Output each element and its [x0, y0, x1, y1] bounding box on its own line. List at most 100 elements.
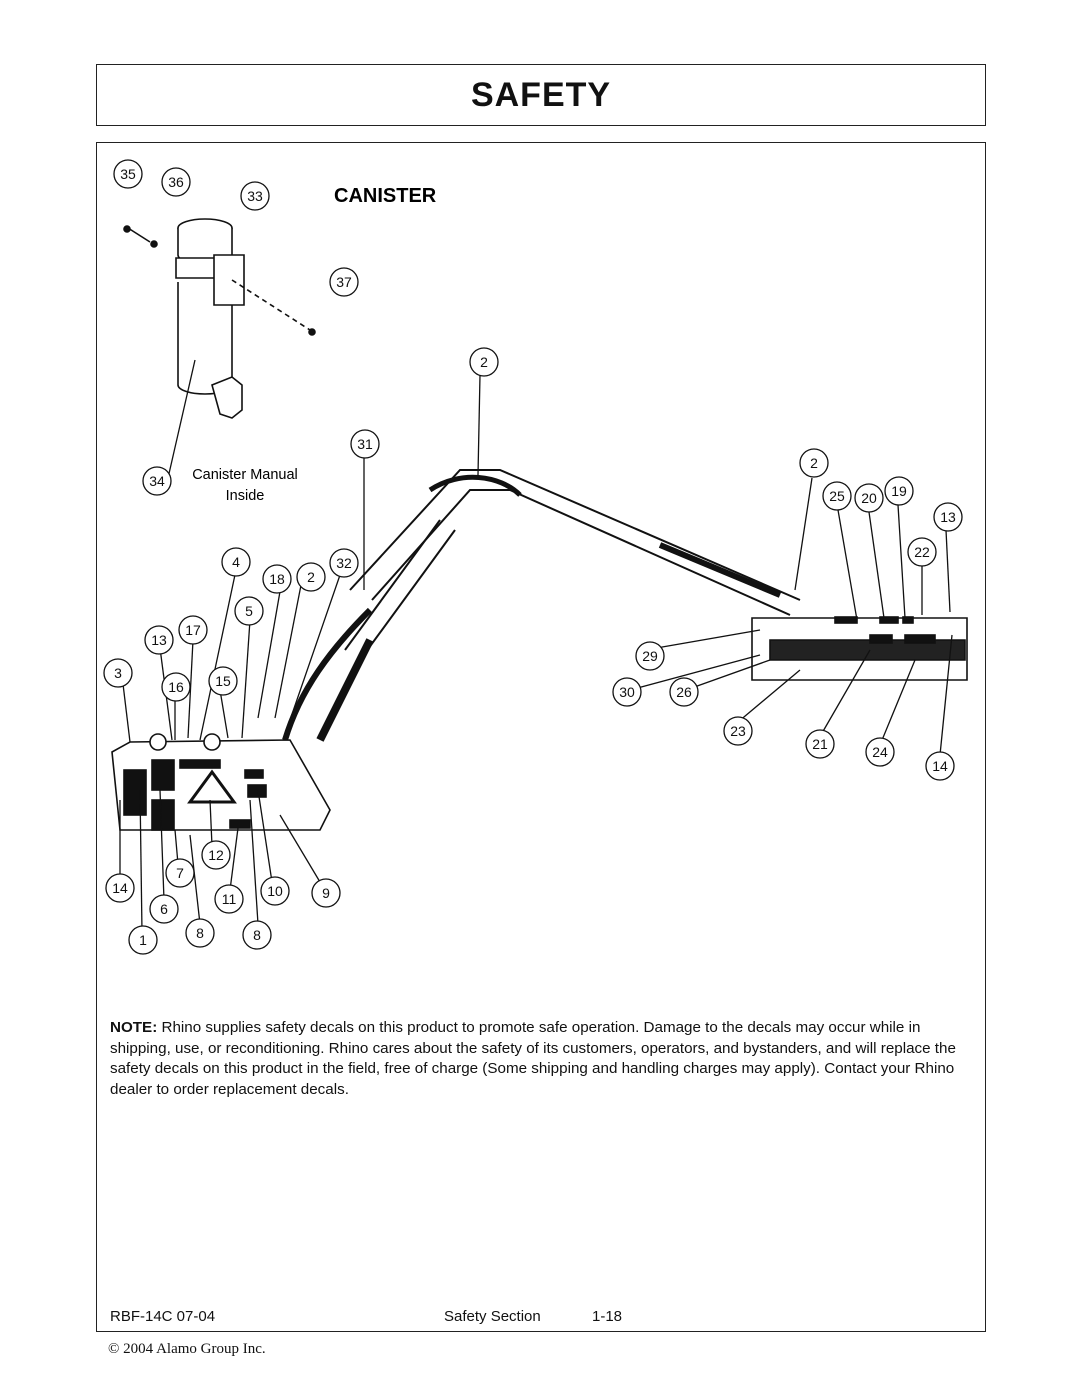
tractor-housing-illustration [111, 733, 331, 831]
page-header: SAFETY [96, 64, 986, 126]
svg-text:8: 8 [253, 927, 261, 943]
callout-leader-lines [119, 359, 953, 933]
svg-text:14: 14 [932, 758, 948, 774]
page-title: SAFETY [470, 75, 612, 114]
svg-text:13: 13 [940, 509, 956, 525]
callout-24: 24 [865, 737, 895, 767]
svg-text:33: 33 [247, 188, 263, 204]
callout-13b: 13 [144, 625, 174, 655]
callout-34: 34 [142, 466, 172, 496]
footer-copyright: © 2004 Alamo Group Inc. [108, 1341, 266, 1357]
callout-2b: 2 [799, 448, 829, 478]
callout-markers: 35 36 33 37 2 31 34 2 25 20 19 13 22 4 1… [103, 159, 963, 955]
callout-17: 17 [178, 615, 208, 645]
svg-text:22: 22 [914, 544, 930, 560]
svg-text:21: 21 [812, 736, 828, 752]
callout-30: 30 [612, 677, 642, 707]
section-title: CANISTER [334, 185, 437, 207]
canister-manual-label-inside: Inside [226, 488, 265, 504]
footer-section: Safety Section [444, 1308, 541, 1325]
svg-text:36: 36 [168, 174, 184, 190]
svg-text:5: 5 [245, 603, 253, 619]
callout-15: 15 [208, 666, 238, 696]
callout-37: 37 [329, 267, 359, 297]
safety-decal-diagram: CANISTER [103, 159, 968, 955]
canister-manual-label: Canister Manual [192, 467, 298, 483]
svg-text:26: 26 [676, 684, 692, 700]
svg-text:35: 35 [120, 166, 136, 182]
callout-35: 35 [113, 159, 143, 189]
callout-11: 11 [214, 884, 244, 914]
callout-19: 19 [884, 476, 914, 506]
callout-3: 3 [103, 658, 133, 688]
callout-16: 16 [161, 672, 191, 702]
safety-note: NOTE: Rhino supplies safety decals on th… [110, 1018, 975, 1100]
callout-5: 5 [234, 596, 264, 626]
callout-4: 4 [221, 547, 251, 577]
content-frame [96, 142, 986, 1332]
callout-21: 21 [805, 729, 835, 759]
svg-text:6: 6 [160, 901, 168, 917]
callout-8b: 8 [242, 920, 272, 950]
svg-text:2: 2 [480, 354, 488, 370]
note-text: Rhino supplies safety decals on this pro… [110, 1019, 956, 1098]
svg-text:4: 4 [232, 554, 240, 570]
callout-8a: 8 [185, 918, 215, 948]
callout-12: 12 [201, 840, 231, 870]
callout-14a: 14 [925, 751, 955, 781]
svg-text:10: 10 [267, 883, 283, 899]
svg-text:18: 18 [269, 571, 285, 587]
note-label: NOTE: [110, 1019, 158, 1036]
callout-20: 20 [854, 483, 884, 513]
callout-2c: 2 [296, 562, 326, 592]
svg-text:20: 20 [861, 490, 877, 506]
svg-text:24: 24 [872, 744, 888, 760]
footer-page-number: 1-18 [592, 1308, 623, 1325]
footer-doc-code: RBF-14C 07-04 [110, 1308, 216, 1325]
callout-23: 23 [723, 716, 753, 746]
boom-arm-illustration [282, 469, 801, 742]
callout-10: 10 [260, 876, 290, 906]
svg-text:34: 34 [149, 473, 165, 489]
svg-text:23: 23 [730, 723, 746, 739]
svg-text:2: 2 [307, 569, 315, 585]
svg-text:29: 29 [642, 648, 658, 664]
svg-text:1: 1 [139, 932, 147, 948]
svg-text:15: 15 [215, 673, 231, 689]
canister-illustration [123, 218, 316, 419]
callout-13a: 13 [933, 502, 963, 532]
callout-1: 1 [128, 925, 158, 955]
callout-31: 31 [350, 429, 380, 459]
svg-text:12: 12 [208, 847, 224, 863]
svg-text:17: 17 [185, 622, 201, 638]
svg-text:11: 11 [222, 891, 237, 907]
svg-text:30: 30 [619, 684, 635, 700]
callout-14b: 14 [105, 873, 135, 903]
svg-text:13: 13 [151, 632, 167, 648]
svg-text:32: 32 [336, 555, 352, 571]
callout-33: 33 [240, 181, 270, 211]
svg-text:14: 14 [112, 880, 128, 896]
svg-text:31: 31 [357, 436, 373, 452]
callout-7: 7 [165, 858, 195, 888]
callout-6: 6 [149, 894, 179, 924]
svg-text:7: 7 [176, 865, 184, 881]
svg-text:2: 2 [810, 455, 818, 471]
callout-32: 32 [329, 548, 359, 578]
callout-9: 9 [311, 878, 341, 908]
svg-text:16: 16 [168, 679, 184, 695]
svg-text:9: 9 [322, 885, 330, 901]
flail-head-illustration [751, 616, 968, 681]
callout-18: 18 [262, 564, 292, 594]
callout-29: 29 [635, 641, 665, 671]
svg-text:37: 37 [336, 274, 352, 290]
callout-26: 26 [669, 677, 699, 707]
callout-25: 25 [822, 481, 852, 511]
svg-text:8: 8 [196, 925, 204, 941]
svg-text:3: 3 [114, 665, 122, 681]
svg-text:19: 19 [891, 483, 907, 499]
callout-2a: 2 [469, 347, 499, 377]
callout-36: 36 [161, 167, 191, 197]
svg-text:25: 25 [829, 488, 845, 504]
callout-22: 22 [907, 537, 937, 567]
